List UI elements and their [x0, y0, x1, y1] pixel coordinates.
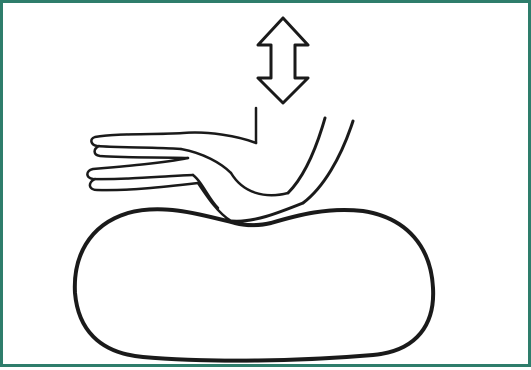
illustration [3, 3, 531, 370]
pillow-icon [75, 209, 433, 360]
double-arrow-icon [258, 18, 308, 103]
hand-icon [87, 108, 353, 221]
